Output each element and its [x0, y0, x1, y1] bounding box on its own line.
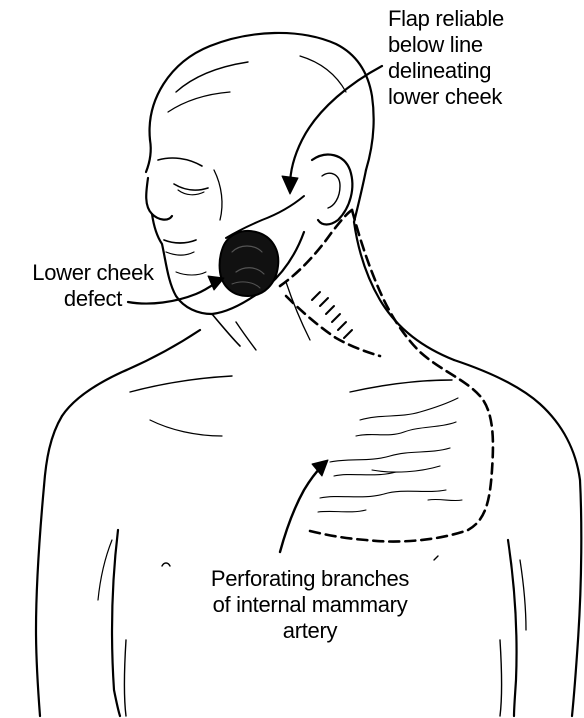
perforating-label-line-2: of internal mammary — [180, 592, 440, 618]
small-mark-right — [434, 556, 438, 560]
flap-dashed-outline — [280, 210, 493, 542]
flap-arrow — [282, 66, 382, 194]
perforating-label-line-1: Perforating branches — [180, 566, 440, 592]
chest-vessel-sketch — [318, 398, 462, 512]
flap-label-line-1: Flap reliable — [388, 6, 504, 32]
neck-hatch-marks — [312, 292, 352, 338]
cheek-defect-patch — [220, 231, 279, 296]
flap-label-line-3: delineating — [388, 58, 504, 84]
lower-cheek-defect-label: Lower cheek defect — [4, 260, 182, 312]
flap-reliable-label: Flap reliable below line delineating low… — [388, 6, 504, 110]
perforating-branches-label: Perforating branches of internal mammary… — [180, 566, 440, 644]
perforating-arrow — [280, 460, 328, 552]
flap-label-line-4: lower cheek — [388, 84, 504, 110]
flap-label-line-2: below line — [388, 32, 504, 58]
lower-cheek-line — [226, 196, 304, 238]
perforating-label-line-3: artery — [180, 618, 440, 644]
defect-label-line-2: defect — [4, 286, 182, 312]
small-mark — [162, 563, 170, 566]
defect-label-line-1: Lower cheek — [4, 260, 182, 286]
